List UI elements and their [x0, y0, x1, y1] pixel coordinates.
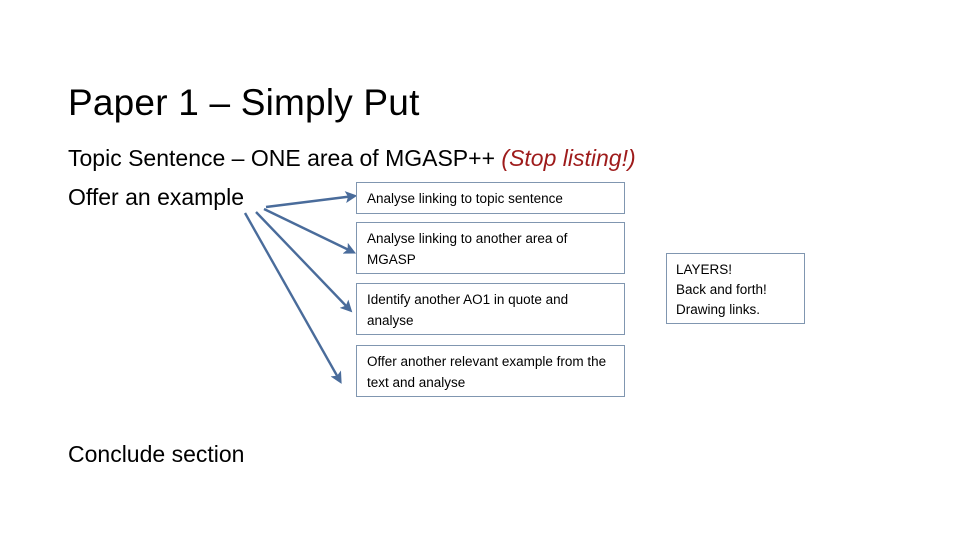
note-line-layers: LAYERS!: [676, 262, 733, 277]
flow-box-offer-another-example[interactable]: Offer another relevant example from the …: [356, 345, 625, 397]
arrow-to-box-1: [265, 191, 358, 209]
note-line-drawing-links: Drawing links.: [676, 302, 761, 317]
arrow-to-box-3: [255, 211, 353, 313]
note-box-layers[interactable]: LAYERS! Back and forth! Drawing links.: [666, 253, 805, 324]
flow-box-analyse-another-mgasp[interactable]: Analyse linking to another area of MGASP: [356, 222, 625, 274]
body-line-conclude-section: Conclude section: [68, 441, 245, 467]
note-line-back-and-forth: Back and forth!: [676, 282, 767, 297]
page-title: Paper 1 – Simply Put: [68, 81, 420, 123]
flow-box-analyse-topic-sentence[interactable]: Analyse linking to topic sentence: [356, 182, 625, 214]
arrow-to-box-2: [263, 207, 357, 254]
topic-sentence-text: Topic Sentence – ONE area of MGASP++: [68, 145, 502, 171]
body-line-offer-example: Offer an example: [68, 184, 245, 210]
body-line-topic-sentence: Topic Sentence – ONE area of MGASP++ (St…: [68, 143, 636, 173]
flow-box-identify-another-ao1[interactable]: Identify another AO1 in quote and analys…: [356, 283, 625, 335]
stop-listing-note: (Stop listing!): [501, 145, 636, 171]
arrow-to-box-4: [243, 212, 342, 384]
